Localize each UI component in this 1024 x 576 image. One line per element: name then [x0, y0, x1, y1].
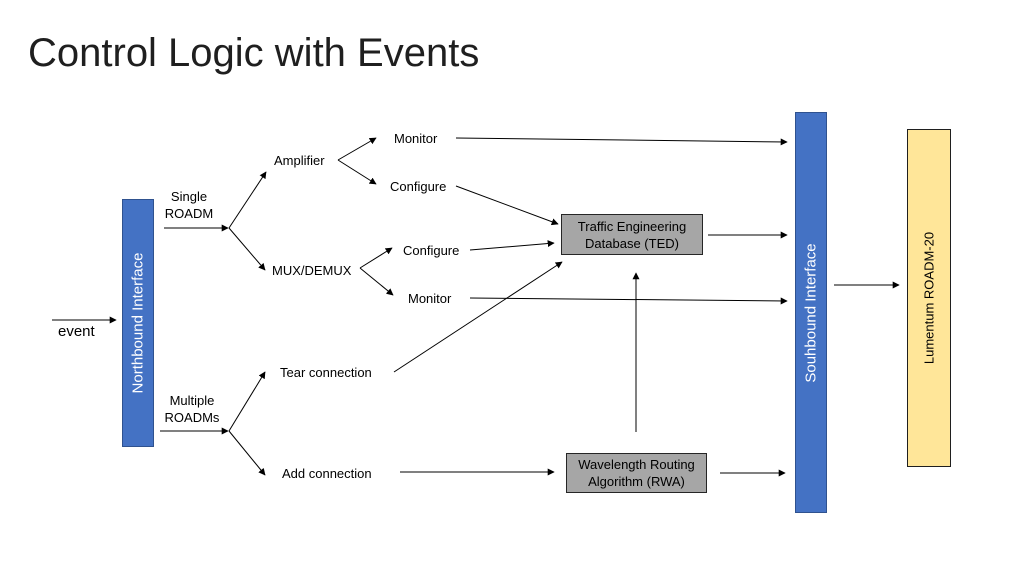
arrow-amplifier-to-configure: [337, 159, 377, 185]
amp-monitor-label: Monitor: [394, 131, 438, 146]
single-roadm-label: Single ROADM: [164, 188, 214, 222]
southbound-interface-bar: Souhbound Interface: [795, 112, 827, 513]
arrow-multiple-to-tear: [228, 371, 266, 432]
ted-line-2: Database (TED): [585, 235, 679, 251]
arrow-mux-to-configure: [359, 247, 393, 269]
arrow-monitor-to-southbound: [455, 137, 788, 146]
amplifier-label: Amplifier: [274, 153, 325, 168]
arrow-mux-monitor-to-southbound: [469, 297, 788, 305]
rwa-box: Wavelength Routing Algorithm (RWA): [566, 453, 707, 493]
page-title: Control Logic with Events: [28, 31, 480, 75]
arrow-single-to-mux: [228, 227, 266, 271]
device-label: Lumentum ROADM-20: [921, 231, 937, 365]
add-connection-label: Add connection: [282, 466, 372, 481]
rwa-line-2: Algorithm (RWA): [588, 474, 685, 489]
southbound-interface-label: Souhbound Interface: [802, 242, 820, 383]
event-label: event: [58, 323, 95, 340]
ted-line-1: Traffic Engineering: [577, 218, 687, 234]
northbound-interface-bar: Northbound Interface: [122, 199, 154, 447]
multiple-roadms-line-2: ROADMs: [164, 410, 220, 425]
mux-monitor-label: Monitor: [408, 291, 452, 306]
arrow-tear-to-ted: [393, 261, 563, 373]
mux-configure-label: Configure: [403, 243, 460, 258]
amp-configure-label: Configure: [390, 179, 447, 194]
arrow-mux-to-monitor: [359, 267, 394, 296]
arrow-mux-configure-to-ted: [469, 240, 555, 251]
single-roadm-line-2: ROADM: [164, 206, 214, 221]
arrow-single-to-amplifier: [228, 171, 267, 229]
mux-demux-label: MUX/DEMUX: [272, 263, 352, 278]
multiple-roadms-line-1: Multiple: [169, 393, 215, 408]
single-roadm-line-1: Single: [170, 189, 208, 204]
multiple-roadms-label: Multiple ROADMs: [162, 392, 222, 426]
arrow-configure-to-ted: [455, 185, 559, 226]
arrow-amplifier-to-monitor: [337, 137, 377, 161]
northbound-interface-label: Northbound Interface: [129, 252, 147, 394]
tear-connection-label: Tear connection: [280, 365, 372, 380]
device-bar: Lumentum ROADM-20: [907, 129, 951, 467]
ted-box: Traffic Engineering Database (TED): [561, 214, 703, 255]
arrow-multiple-to-add: [228, 430, 266, 476]
rwa-line-1: Wavelength Routing: [578, 457, 695, 472]
